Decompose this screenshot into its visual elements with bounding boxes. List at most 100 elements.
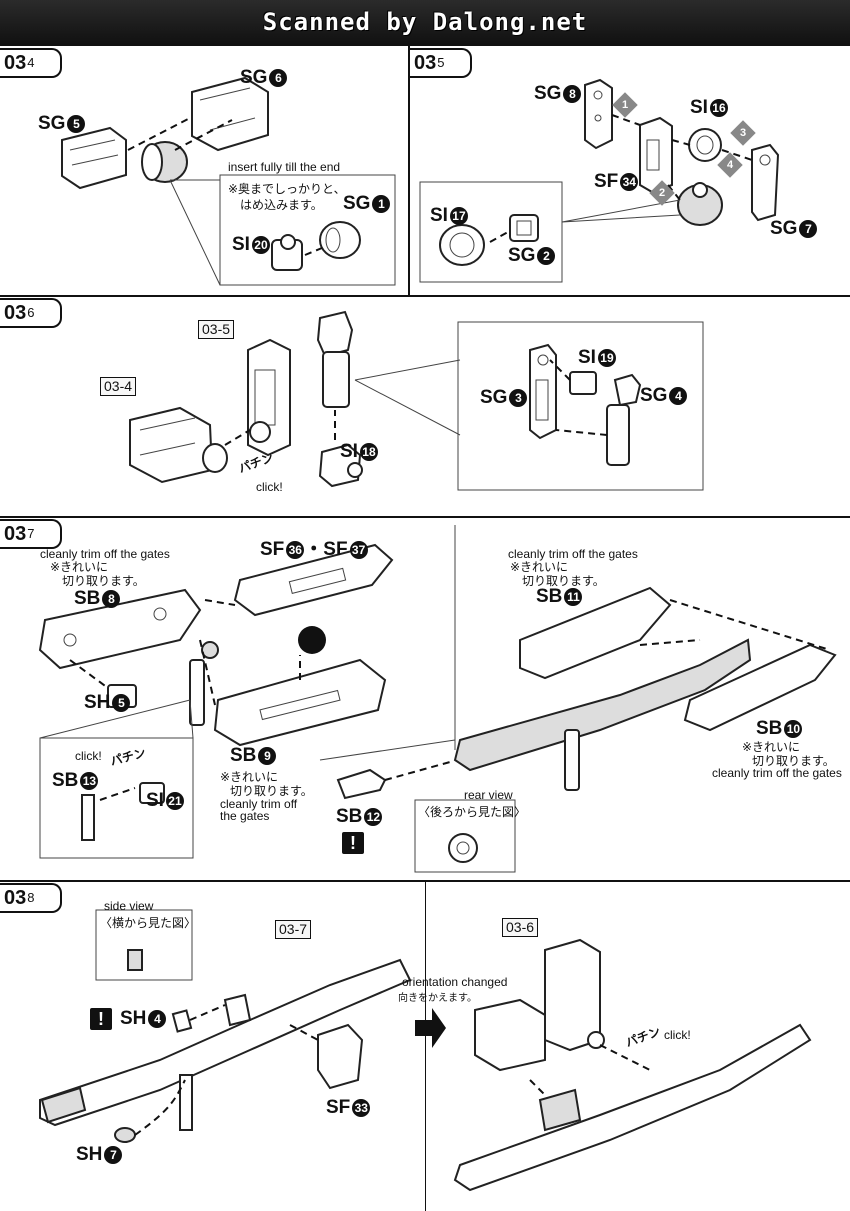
trim-note-jp2-1: 切り取ります。	[62, 574, 145, 588]
part-shape-sg1	[319, 221, 361, 259]
part-shape-sb12	[336, 768, 387, 800]
warning-icon: !	[342, 832, 364, 854]
part-shape-sg2	[509, 214, 539, 242]
side-view-jp: 〈横から見た図〉	[100, 916, 197, 930]
order-marker-1: 1	[612, 92, 638, 118]
panel-top	[0, 44, 850, 46]
panel-036	[0, 295, 850, 297]
order-marker-4: 4	[717, 152, 743, 178]
part-shape-sg7	[751, 143, 780, 222]
part-shape-cap2	[677, 182, 723, 226]
part-shape-cap	[141, 141, 188, 183]
order-marker-2: 2	[649, 180, 675, 206]
step-03-6: 036	[0, 298, 62, 328]
part-shape-si18	[318, 443, 363, 488]
rear-view-en: rear view	[464, 788, 513, 802]
part-shape-rifle-assembly-left	[39, 958, 412, 1127]
warning-icon-2: !	[90, 1008, 112, 1030]
click-label-3: click!	[664, 1028, 691, 1042]
part-shape-si20	[271, 234, 303, 271]
note-insert-en: insert fully till the end	[228, 160, 341, 174]
part-shape-sb9	[213, 658, 387, 747]
part-shape-sg8	[584, 78, 613, 150]
note-insert-jp1: ※奥までしっかりと、	[228, 182, 346, 196]
part-shape-rifle-assembly-right	[453, 1023, 812, 1192]
divider-038	[425, 880, 426, 1211]
printed-dot-mark	[298, 626, 326, 654]
part-shape-main-rifle-body	[453, 638, 752, 791]
orientation-arrow	[415, 1008, 446, 1048]
trim-note-jp2-3: 切り取ります。	[752, 754, 835, 768]
part-shape-barrel-post	[316, 310, 354, 408]
step-03-8: 038	[0, 883, 62, 913]
trim-note-jp1-2: ※きれいに	[510, 560, 569, 574]
part-shape-03-4-assembly	[129, 406, 228, 484]
part-shape-sg5	[61, 126, 127, 190]
trim-note-jp2-sb9: 切り取ります。	[230, 784, 313, 798]
trim-note-en-sb9a: cleanly trim off	[220, 797, 298, 811]
step-03-7: 037	[0, 519, 62, 549]
divider-034-035	[408, 44, 410, 296]
part-shape-si19	[569, 371, 597, 395]
scan-banner: Scanned by Dalong.net	[0, 0, 850, 44]
trim-note-en-1: cleanly trim off the gates	[40, 547, 170, 561]
order-marker-3: 3	[730, 120, 756, 146]
step-03-5: 035	[410, 48, 472, 78]
side-view-en: side view	[104, 899, 154, 913]
ref-03-5: 03-5	[198, 320, 235, 339]
note-insert-jp2: はめ込みます。	[240, 198, 323, 212]
part-shape-sb8	[38, 588, 202, 670]
part-shape-sf34	[639, 116, 673, 194]
trim-note-jp1-3: ※きれいに	[742, 740, 801, 754]
panel-037	[0, 516, 850, 518]
rear-view-jp: 〈後ろから見た図〉	[418, 805, 527, 819]
part-shape-si16	[688, 128, 722, 162]
trim-note-en-2: cleanly trim off the gates	[508, 547, 638, 561]
part-shape-si17	[439, 224, 485, 266]
step-03-4: 034	[0, 48, 62, 78]
part-shape-sf36-37	[233, 543, 394, 617]
part-shape-sb11	[519, 586, 672, 680]
part-shape-03-6-assembly	[474, 938, 605, 1072]
part-shape-sg3	[529, 343, 557, 440]
click-label: click!	[256, 480, 283, 494]
part-shape-sb10	[683, 643, 837, 732]
ref-03-7: 03-7	[275, 920, 312, 939]
trim-note-jp2-2: 切り取ります。	[522, 574, 605, 588]
banner-text: Scanned by Dalong.net	[262, 8, 588, 36]
part-shape-sg4	[606, 373, 642, 466]
orientation-jp: 向きをかえます。	[398, 993, 477, 1004]
orientation-en: orientation changed	[402, 975, 508, 989]
trim-note-en-3: cleanly trim off the gates	[712, 766, 842, 780]
trim-note-jp1-1: ※きれいに	[50, 560, 109, 574]
ref-03-4: 03-4	[100, 377, 137, 396]
ref-03-6: 03-6	[502, 918, 539, 937]
